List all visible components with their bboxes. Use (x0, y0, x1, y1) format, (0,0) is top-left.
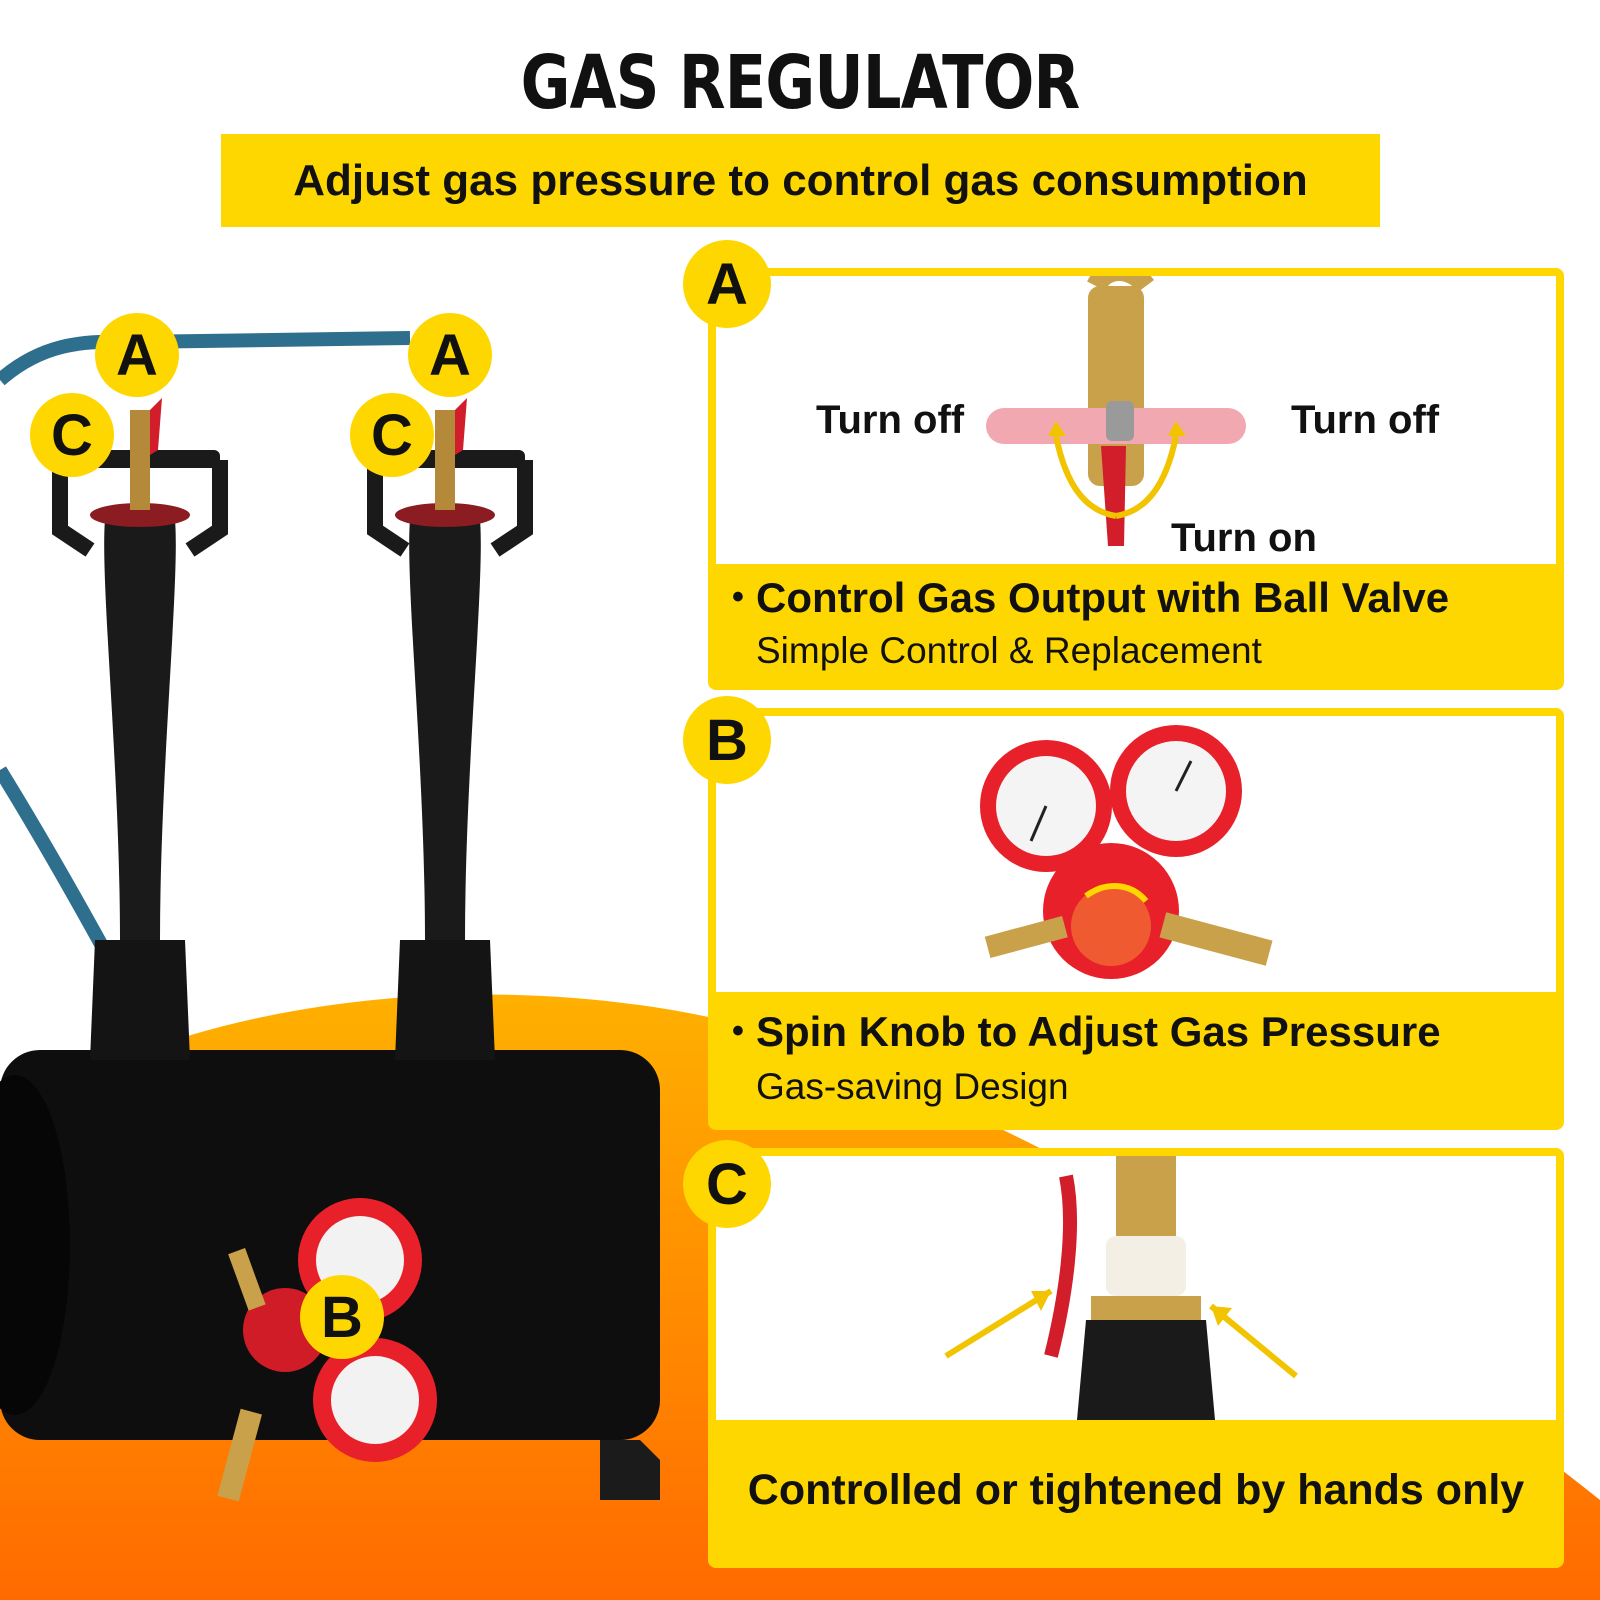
turn-off-left-label: Turn off (816, 398, 965, 442)
panel-a-subtitle: Simple Control & Replacement (756, 630, 1262, 671)
panel-b-subtitle: Gas-saving Design (756, 1066, 1069, 1107)
panel-c-badge: C (683, 1140, 771, 1228)
burner-fitting-illustration (944, 1156, 1298, 1431)
arrow-right (1209, 1303, 1298, 1379)
panel-a-title: Control Gas Output with Ball Valve (756, 574, 1450, 621)
panel-b-title: Spin Knob to Adjust Gas Pressure (756, 1008, 1441, 1055)
marker-c-left: C (30, 393, 114, 477)
panel-a-badge: A (683, 240, 771, 328)
bullet: • (732, 578, 744, 616)
panel-b: • Spin Knob to Adjust Gas Pressure Gas-s… (708, 708, 1564, 1130)
page-title: GAS REGULATOR (520, 40, 1081, 126)
burner-right (367, 398, 533, 1060)
panel-b-band: • Spin Knob to Adjust Gas Pressure Gas-s… (716, 992, 1556, 1122)
marker-c-right: C (350, 393, 434, 477)
turn-arrow-right (1115, 435, 1179, 519)
marker-a-right: A (408, 313, 492, 397)
subtitle-banner: Adjust gas pressure to control gas consu… (221, 134, 1380, 227)
ball-valve-illustration (986, 276, 1246, 546)
burner-left (52, 398, 228, 1060)
top-hose (0, 331, 411, 386)
panel-a-band: • Control Gas Output with Ball Valve Sim… (716, 564, 1556, 682)
marker-b-regulator: B (300, 1275, 384, 1359)
regulator-gauges-illustration (980, 725, 1273, 979)
marker-a-left: A (95, 313, 179, 397)
panel-c-caption: Controlled or tightened by hands only (747, 1465, 1525, 1514)
panel-c-band: Controlled or tightened by hands only (716, 1420, 1556, 1560)
panel-c: Controlled or tightened by hands only (708, 1148, 1564, 1568)
subtitle-text: Adjust gas pressure to control gas consu… (293, 155, 1308, 205)
burner-product-illustration (0, 331, 660, 1502)
regulator-illustration (217, 1198, 437, 1502)
panel-b-badge: B (683, 696, 771, 784)
arrow-left (944, 1288, 1053, 1359)
forge-foot (600, 1440, 660, 1500)
bullet: • (732, 1012, 744, 1050)
turn-off-right-label: Turn off (1291, 398, 1440, 442)
panel-a: Turn off Turn off Turn on • Control Gas … (708, 268, 1564, 690)
turn-on-label: Turn on (1171, 516, 1317, 560)
turn-arrow-left (1053, 435, 1117, 519)
